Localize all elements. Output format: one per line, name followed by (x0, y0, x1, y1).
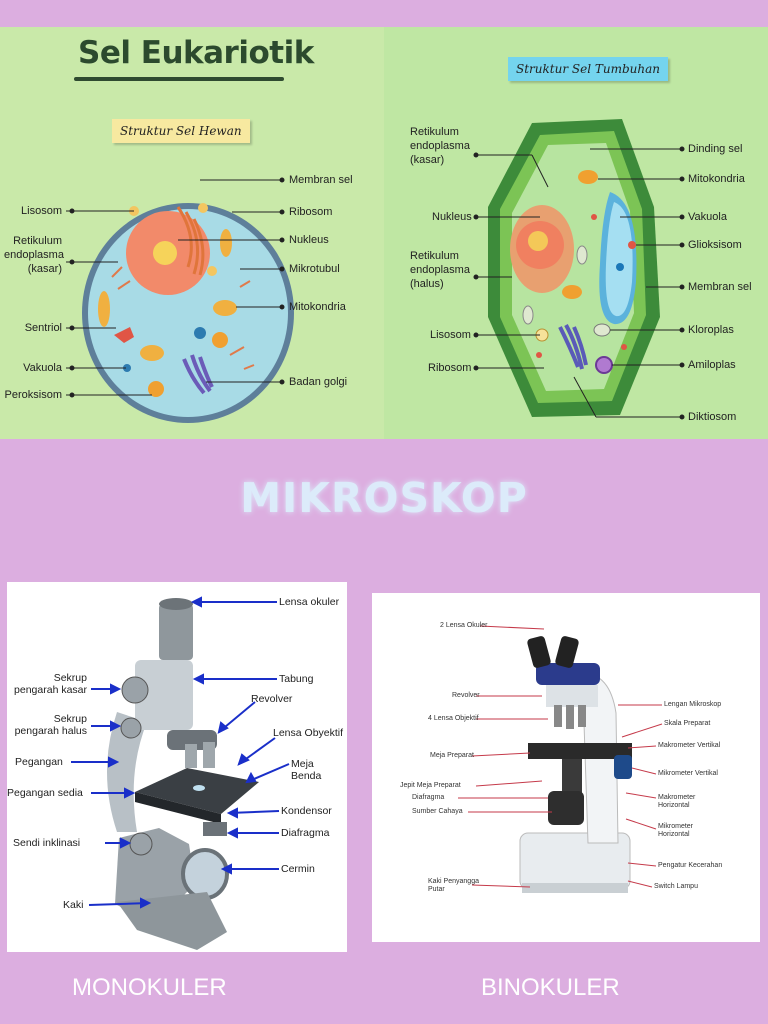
mono-label-tabung: Tabung (279, 673, 314, 685)
mono-label-kaki: Kaki (63, 899, 84, 911)
mono-label-diafragma: Diafragma (281, 827, 330, 839)
bino-label-sumber-cahaya: Sumber Cahaya (412, 808, 463, 815)
label-mikrotubul: Mikrotubul (289, 263, 340, 275)
animal-cell-illustration (82, 203, 294, 423)
mono-label-sendi-inklinasi: Sendi inklinasi (13, 837, 81, 849)
eukaryotic-title: Sel Eukariotik (78, 35, 314, 71)
label-retikulum-halus: Retikulum endoplasma (halus) (410, 250, 470, 290)
mono-label-cermin: Cermin (281, 863, 315, 875)
bino-label-switch-lampu: Switch Lampu (654, 883, 698, 890)
bino-label-diafragma: Diafragma (412, 794, 445, 801)
animal-cell-panel: Sel Eukariotik Struktur Sel Hewan (0, 27, 384, 439)
bino-label-meja-preparat: Meja Preparat (430, 752, 474, 759)
label-amiloplas: Amiloplas (688, 359, 736, 371)
label-glioksisom: Glioksisom (688, 239, 742, 251)
microscope-section-title: MIKROSKOP (240, 474, 528, 522)
label-vakuola: Vakuola (688, 211, 727, 223)
label-mitokondria: Mitokondria (688, 173, 745, 185)
mono-label-sekrup-halus: Sekrup pengarah halus (14, 713, 87, 737)
caption-binokuler: BINOKULER (481, 974, 620, 1001)
mono-label-kondensor: Kondensor (281, 805, 332, 817)
label-retikulum-kasar: Retikulum endoplasma (kasar) (410, 126, 470, 166)
bino-label-pengatur-kecerahan: Pengatur Kecerahan (658, 862, 723, 869)
binocular-pointers (458, 625, 663, 888)
label-ribosom: Ribosom (428, 362, 472, 374)
mono-label-pegangan-sedia: Pegangan sedia (7, 787, 83, 799)
bino-label-mikrometer-horizontal: Mikrometer Horizontal (658, 823, 694, 838)
label-mitokondria: Mitokondria (289, 301, 346, 313)
label-retikulum-kasar: Retikulum endoplasma (kasar) (4, 235, 64, 275)
mono-label-lensa-obyektif: Lensa Obyektif (273, 727, 344, 739)
bino-label-lensa-okuler: 2 Lensa Okuler (440, 622, 488, 629)
label-nukleus: Nukleus (432, 211, 472, 223)
label-lisosom: Lisosom (21, 205, 62, 217)
label-ribosom: Ribosom (289, 206, 333, 218)
title-underline (74, 77, 284, 81)
bino-label-lengan: Lengan Mikroskop (664, 701, 722, 708)
label-diktiosom: Diktiosom (688, 411, 737, 423)
binocular-microscope-illustration (519, 636, 632, 893)
bino-label-makrometer-vertikal: Makrometer Vertikal (658, 742, 721, 749)
label-peroksisom: Peroksisom (4, 389, 62, 401)
label-vakuola: Vakuola (23, 362, 62, 374)
monocular-microscope-panel: Lensa okuler Tabung Revolver Lensa Obyek… (7, 582, 347, 952)
animal-cell-tag: Struktur Sel Hewan (112, 119, 250, 143)
mono-label-sekrup-kasar: Sekrup pengarah kasar (14, 672, 87, 696)
mono-label-meja-benda: Meja Benda (291, 758, 322, 782)
bino-label-mikrometer-vertikal: Mikrometer Vertikal (658, 770, 718, 777)
binocular-microscope-panel: 2 Lensa Okuler Revolver 4 Lensa Objektif… (372, 593, 760, 942)
animal-cell-pointers (66, 177, 285, 398)
monocular-microscope-illustration (107, 598, 259, 950)
label-kloroplas: Kloroplas (688, 324, 734, 336)
plant-cell-tag: Struktur Sel Tumbuhan (508, 57, 668, 81)
bino-label-jepit-meja: Jepit Meja Preparat (400, 782, 461, 789)
monocular-arrows (71, 596, 290, 909)
mono-label-lensa-okuler: Lensa okuler (279, 596, 340, 608)
plant-cell-illustration (488, 119, 660, 417)
bino-label-skala: Skala Preparat (664, 720, 711, 727)
label-badan-golgi: Badan golgi (289, 376, 348, 388)
bino-label-makrometer-horizontal: Makrometer Horizontal (658, 794, 696, 809)
label-nukleus: Nukleus (289, 234, 329, 246)
bino-label-lensa-objektif: 4 Lensa Objektif (428, 715, 479, 722)
mono-label-pegangan: Pegangan (15, 756, 63, 768)
label-sentriol: Sentriol (24, 322, 62, 334)
bino-label-revolver: Revolver (452, 692, 480, 699)
bino-label-kaki-penyangga: Kaki Penyangga Putar (428, 878, 479, 893)
label-membran-sel: Membran sel (289, 174, 353, 186)
caption-monokuler: MONOKULER (72, 974, 227, 1001)
label-lisosom: Lisosom (430, 329, 471, 341)
label-membran-sel: Membran sel (688, 281, 752, 293)
plant-cell-panel: Struktur Sel Tumbuhan (384, 27, 768, 439)
mono-label-revolver: Revolver (251, 693, 293, 705)
plant-cell-pointers (473, 146, 685, 420)
label-dinding-sel: Dinding sel (688, 143, 743, 155)
